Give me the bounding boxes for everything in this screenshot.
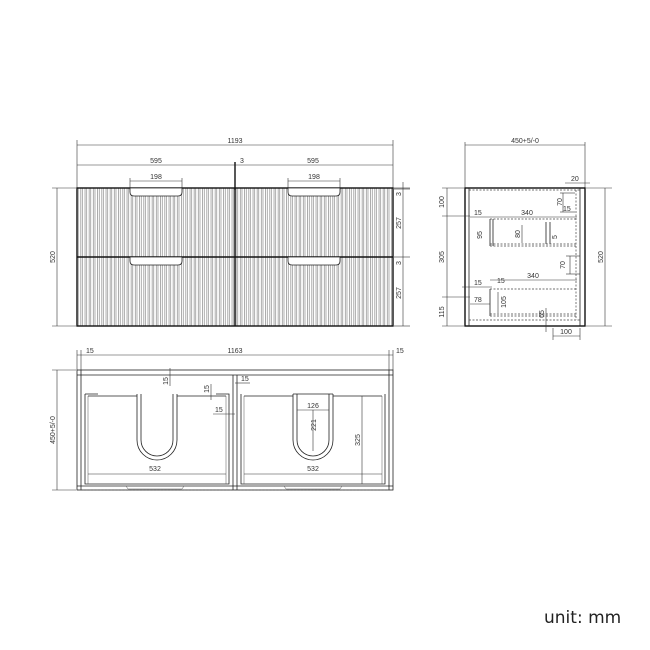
dim-lower-drawer-depth: 340 (527, 273, 539, 280)
dim-upper-small: 5 (552, 235, 559, 239)
dim-plan-depth: 450+5/-0 (50, 416, 57, 444)
dim-left-top-15: 15 (163, 377, 170, 385)
dim-runner-upper: 70 (557, 198, 564, 206)
dim-drawer-left-width: 532 (149, 466, 161, 473)
dim-plan-left-panel: 15 (86, 348, 94, 355)
dim-top-gap: 3 (396, 192, 403, 196)
dim-left-side-15b: 15 (215, 407, 223, 414)
dim-bottom-small: 65 (539, 310, 546, 318)
dim-lower-drawer: 257 (396, 287, 403, 299)
dim-cutout-width: 126 (307, 403, 319, 410)
dim-lower-right-15: 15 (497, 278, 505, 285)
handle-cutout-upper-right (287, 187, 341, 197)
dim-upper-left-15: 15 (474, 210, 482, 217)
dim-left-side-15a: 15 (204, 385, 211, 393)
dim-drawer-depth: 325 (355, 434, 362, 446)
dim-drawer-right-width: 532 (307, 466, 319, 473)
dim-upper-right-15: 15 (563, 206, 571, 213)
plan-view: 15 1163 15 532 15 15 15 15 (50, 348, 404, 491)
dim-cutout-depth: 221 (311, 419, 318, 431)
dim-middle-height: 305 (439, 251, 446, 263)
dim-side-depth: 450+5/-0 (511, 138, 539, 145)
dim-handle-right: 198 (308, 174, 320, 181)
dim-upper-height: 95 (477, 231, 484, 239)
dim-upper-inner: 80 (515, 230, 522, 238)
dim-upper-drawer: 257 (396, 217, 403, 229)
handle-cutout-lower-right (287, 256, 341, 266)
front-view: 1193 595 3 595 198 198 (50, 138, 410, 327)
dim-lower-offset: 78 (474, 297, 482, 304)
dim-upper-offset: 100 (439, 196, 446, 208)
dim-gap: 3 (240, 158, 244, 165)
handle-cutout-lower-left (129, 256, 183, 266)
dim-top-rear: 20 (571, 176, 579, 183)
dim-runner-lower: 70 (560, 261, 567, 269)
unit-label: unit: mm (544, 608, 622, 628)
dim-bottom-width: 100 (560, 329, 572, 336)
dim-mid-gap: 3 (396, 261, 403, 265)
dim-upper-drawer-depth: 340 (521, 210, 533, 217)
handle-cutout-upper-left (129, 187, 183, 197)
dim-plan-right-panel: 15 (396, 348, 404, 355)
dim-height-total: 520 (50, 251, 57, 263)
dim-center-15: 15 (241, 376, 249, 383)
dim-right-width: 595 (307, 158, 319, 165)
dim-handle-left: 198 (150, 174, 162, 181)
dim-side-height: 520 (598, 251, 605, 263)
dim-lower-left-15: 15 (474, 280, 482, 287)
side-view: 450+5/-0 20 520 100 305 115 15 340 (439, 138, 612, 340)
dim-left-width: 595 (150, 158, 162, 165)
dim-overall-width: 1193 (227, 138, 242, 145)
dim-lower-inner: 105 (501, 296, 508, 308)
dim-bottom-height: 115 (439, 306, 446, 317)
dim-plan-inner-width: 1163 (227, 348, 242, 355)
